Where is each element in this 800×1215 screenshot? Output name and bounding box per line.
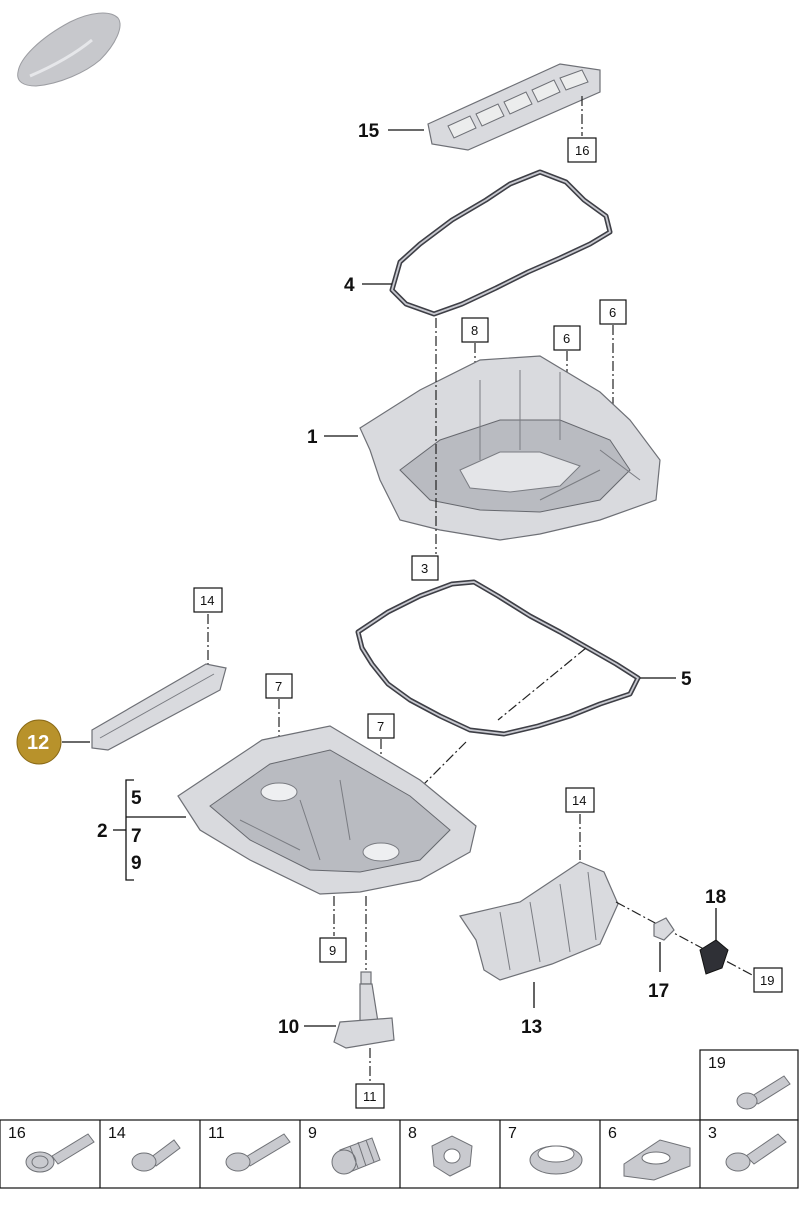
upper-gasket — [389, 169, 613, 317]
group-bracket-2 — [113, 779, 186, 881]
callout-18: 18 — [705, 887, 726, 908]
seal-ring-icon — [529, 1145, 583, 1175]
dash-19 — [615, 901, 755, 977]
bolt-icon — [725, 1133, 787, 1172]
dash-5-inner — [497, 647, 587, 721]
callout-2-sub7: 7 — [131, 826, 142, 847]
stiffener-strip — [91, 663, 227, 751]
callout-14a: 14 — [200, 593, 214, 608]
heat-shield — [459, 861, 619, 981]
clip-icon — [623, 1139, 691, 1181]
washer-icon — [431, 1135, 473, 1177]
callout-7b: 7 — [377, 719, 384, 734]
callout-11: 11 — [363, 1089, 377, 1104]
car-silhouette-icon — [17, 12, 121, 87]
callout-box-9 — [319, 937, 347, 963]
callout-box-7b — [367, 713, 395, 739]
callout-6a: 6 — [563, 331, 570, 346]
callout-box-14a — [193, 587, 223, 613]
tray-label-9: 9 — [308, 1125, 317, 1142]
lower-oil-pan — [177, 725, 477, 895]
callout-6b: 6 — [609, 305, 616, 320]
bolt-short-icon — [131, 1139, 181, 1172]
callout-14b: 14 — [572, 793, 586, 808]
callout-16: 16 — [575, 143, 589, 158]
callout-1: 1 — [307, 427, 318, 448]
callout-9: 9 — [329, 943, 336, 958]
tray-label-11: 11 — [208, 1125, 225, 1142]
callout-box-6b — [599, 299, 627, 325]
oil-level-sensor — [333, 971, 395, 1049]
tray-label-3: 3 — [708, 1125, 717, 1142]
callout-2: 2 — [97, 821, 108, 842]
callout-box-7a — [265, 673, 293, 699]
callout-box-3 — [411, 555, 439, 581]
bolt-long-icon — [225, 1133, 291, 1172]
tray-label-19: 19 — [708, 1055, 726, 1072]
callout-19: 19 — [760, 973, 774, 988]
drain-plug-icon — [331, 1137, 381, 1175]
callout-8: 8 — [471, 323, 478, 338]
callout-box-14b — [565, 787, 595, 813]
callout-15: 15 — [358, 121, 380, 142]
tray-label-8: 8 — [408, 1125, 417, 1142]
callout-2-sub9: 9 — [131, 853, 142, 874]
callout-12: 12 — [27, 732, 49, 754]
callout-box-19 — [753, 967, 783, 993]
highlight-marker-12 — [16, 719, 62, 765]
dash-5-lower — [417, 741, 467, 791]
callout-7a: 7 — [275, 679, 282, 694]
tray-label-7: 7 — [508, 1125, 517, 1142]
callout-10: 10 — [278, 1017, 299, 1038]
tray-label-14: 14 — [108, 1125, 126, 1142]
tray-label-16: 16 — [8, 1125, 26, 1142]
callout-2-sub5: 5 — [131, 788, 142, 809]
tray-label-6: 6 — [608, 1125, 617, 1142]
bracket-part — [699, 939, 729, 975]
upper-oil-pan — [359, 355, 661, 541]
callout-box-16 — [567, 137, 597, 163]
callout-13: 13 — [521, 1017, 542, 1038]
callout-5: 5 — [681, 669, 692, 690]
bolt-icon — [736, 1075, 791, 1110]
callout-box-8 — [461, 317, 489, 343]
lower-gasket — [355, 579, 641, 737]
baffle-part — [427, 63, 601, 151]
grommet-part — [653, 917, 675, 941]
callout-3: 3 — [421, 561, 428, 576]
bolt-flange-icon — [25, 1133, 95, 1173]
callout-box-6a — [553, 325, 581, 351]
callout-box-11 — [355, 1083, 385, 1109]
callout-17: 17 — [648, 981, 669, 1002]
callout-4: 4 — [344, 275, 355, 296]
